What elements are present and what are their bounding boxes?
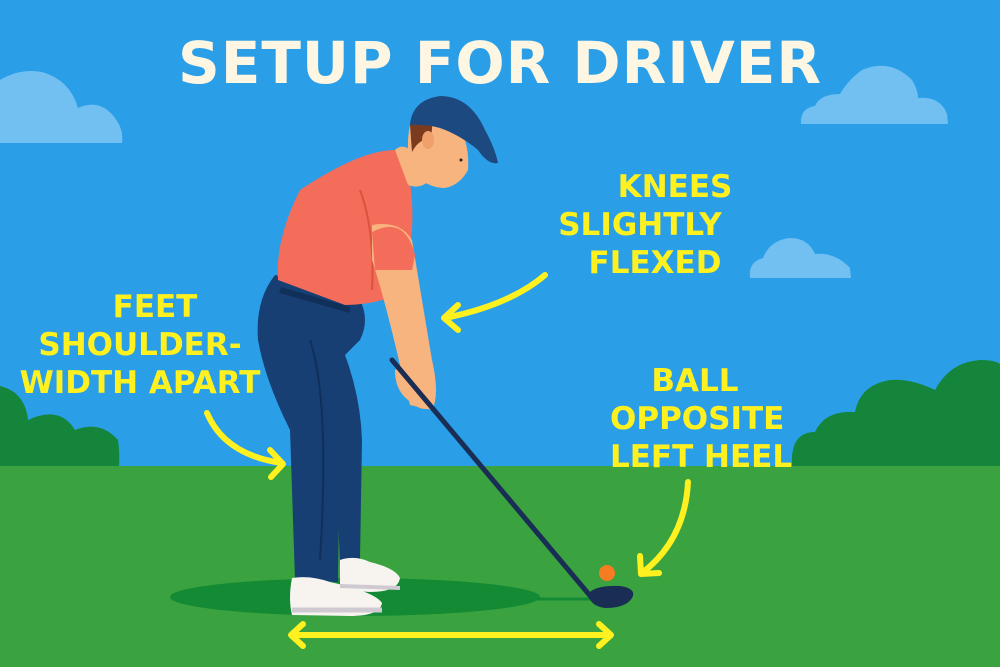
annotation-ball: BALL OPPOSITE LEFT HEEL [610,362,793,476]
bush-right [791,360,1000,466]
golf-club [389,357,634,608]
arrow-icon [637,479,691,577]
page-title: SETUP FOR DRIVER [177,29,823,97]
annotation-line: FLEXED [588,245,722,281]
width-arrow-icon [288,621,614,649]
annotation-feet: FEET SHOULDER- WIDTH APART [10,288,270,402]
cloud-icon [0,71,123,143]
golf-ball [599,565,615,581]
annotation-line: KNEES [617,169,733,205]
annotation-line: FEET [112,289,198,325]
annotation-line: LEFT HEEL [610,439,793,475]
annotation-line: SHOULDER- [38,327,242,363]
cloud-icon [800,65,948,124]
golfer [257,96,498,616]
bush-left [0,386,120,466]
annotation-line: WIDTH APART [19,365,261,401]
cloud-icon [749,238,851,278]
arrow-icon [204,410,286,480]
arrow-icon [441,272,548,333]
annotation-line: OPPOSITE [610,401,785,437]
annotation-knees: KNEES SLIGHTLY FLEXED [540,168,740,282]
annotation-line: SLIGHTLY [558,207,722,243]
annotation-line: BALL [651,363,739,399]
